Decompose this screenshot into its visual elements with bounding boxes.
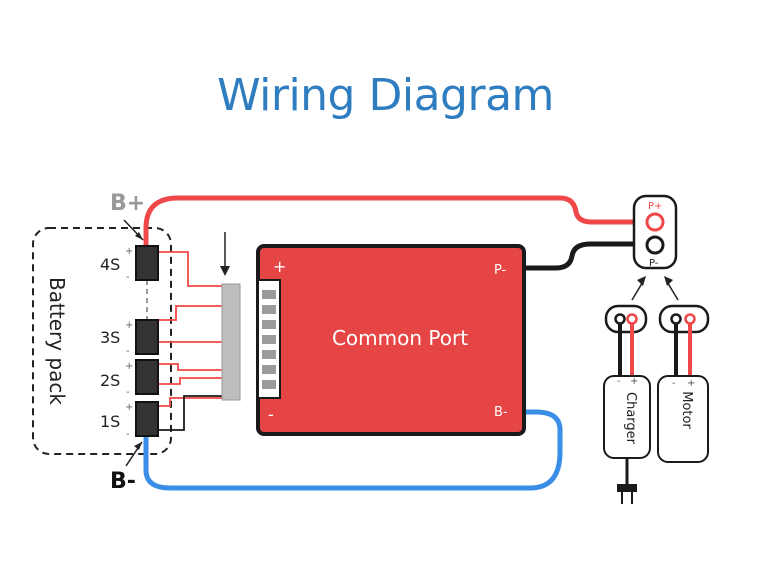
charger-plug	[604, 304, 648, 334]
page-title: Wiring Diagram	[217, 70, 554, 121]
cell-minus-4s: -	[126, 272, 130, 283]
cell-label-1s: 1S	[100, 412, 120, 431]
board-pin	[262, 365, 276, 374]
board-pin	[262, 305, 276, 314]
cell-2s	[135, 359, 159, 395]
board-b-minus: B-	[494, 405, 508, 420]
motor-plus: +	[687, 378, 695, 389]
motor-arrow-head	[664, 276, 673, 286]
board-label: Common Port	[332, 326, 468, 350]
motor-plug-neg	[670, 313, 682, 325]
motor-plug-pos	[684, 313, 696, 325]
battery-pack-outline	[32, 227, 172, 455]
output-pplus-terminal	[645, 212, 665, 232]
output-pminus-label: P-	[649, 258, 659, 269]
balance-wire-2s-b	[158, 377, 222, 385]
charger-label: Charger	[623, 392, 638, 445]
balance-wire-3s	[158, 305, 222, 321]
cell-1s	[135, 401, 159, 437]
cell-minus-2s: -	[126, 387, 130, 398]
board-pin	[262, 320, 276, 329]
cell-label-4s: 4S	[100, 255, 120, 274]
motor-label: Motor	[679, 391, 694, 429]
cell-minus-1s: -	[126, 429, 130, 440]
motor-plug	[658, 304, 710, 334]
charger-plug-neg	[614, 313, 626, 325]
charger-mains-plug	[617, 484, 637, 492]
cell-plus-1s: +	[125, 402, 133, 413]
cell-4s	[135, 245, 159, 281]
board-pin	[262, 350, 276, 359]
output-pminus-terminal	[645, 235, 665, 255]
pminus-wire	[524, 241, 650, 271]
cell-label-2s: 2S	[100, 371, 120, 390]
balance-wire-1s-neg	[158, 395, 222, 431]
board-pin	[262, 290, 276, 299]
balance-wire-1s	[158, 397, 222, 407]
bplus-label: B+	[110, 191, 145, 216]
board-p-minus: P-	[494, 263, 507, 278]
board-plus: +	[273, 257, 286, 276]
cell-minus-3s: -	[126, 346, 130, 357]
bminus-arrow-head	[134, 442, 142, 450]
charger-arrow-head	[637, 276, 646, 286]
cell-label-3s: 3S	[100, 328, 120, 347]
bminus-label: B-	[110, 469, 136, 494]
battery-pack-label: Battery pack	[45, 277, 69, 405]
bplus-wire	[143, 195, 650, 246]
cell-plus-2s: +	[125, 361, 133, 372]
board-minus: -	[268, 405, 274, 424]
motor-body	[657, 375, 709, 463]
output-pplus-label: P+	[648, 201, 662, 212]
bplus-arrow-head	[135, 232, 143, 240]
charger-plus: +	[630, 376, 638, 387]
motor-minus: -	[672, 378, 676, 389]
charger-minus: -	[617, 376, 621, 387]
balance-plug	[221, 283, 241, 401]
cell-3s	[135, 319, 159, 355]
balance-wire-4s	[158, 251, 222, 287]
balance-wire-2s	[158, 363, 222, 371]
cell-plus-4s: +	[125, 246, 133, 257]
plug-arrow-head	[220, 266, 230, 276]
bminus-wire	[143, 409, 563, 491]
output-connector	[632, 194, 678, 270]
charger-plug-pos	[626, 313, 638, 325]
board-pin	[262, 380, 276, 389]
cell-plus-3s: +	[125, 320, 133, 331]
board-pin	[262, 335, 276, 344]
